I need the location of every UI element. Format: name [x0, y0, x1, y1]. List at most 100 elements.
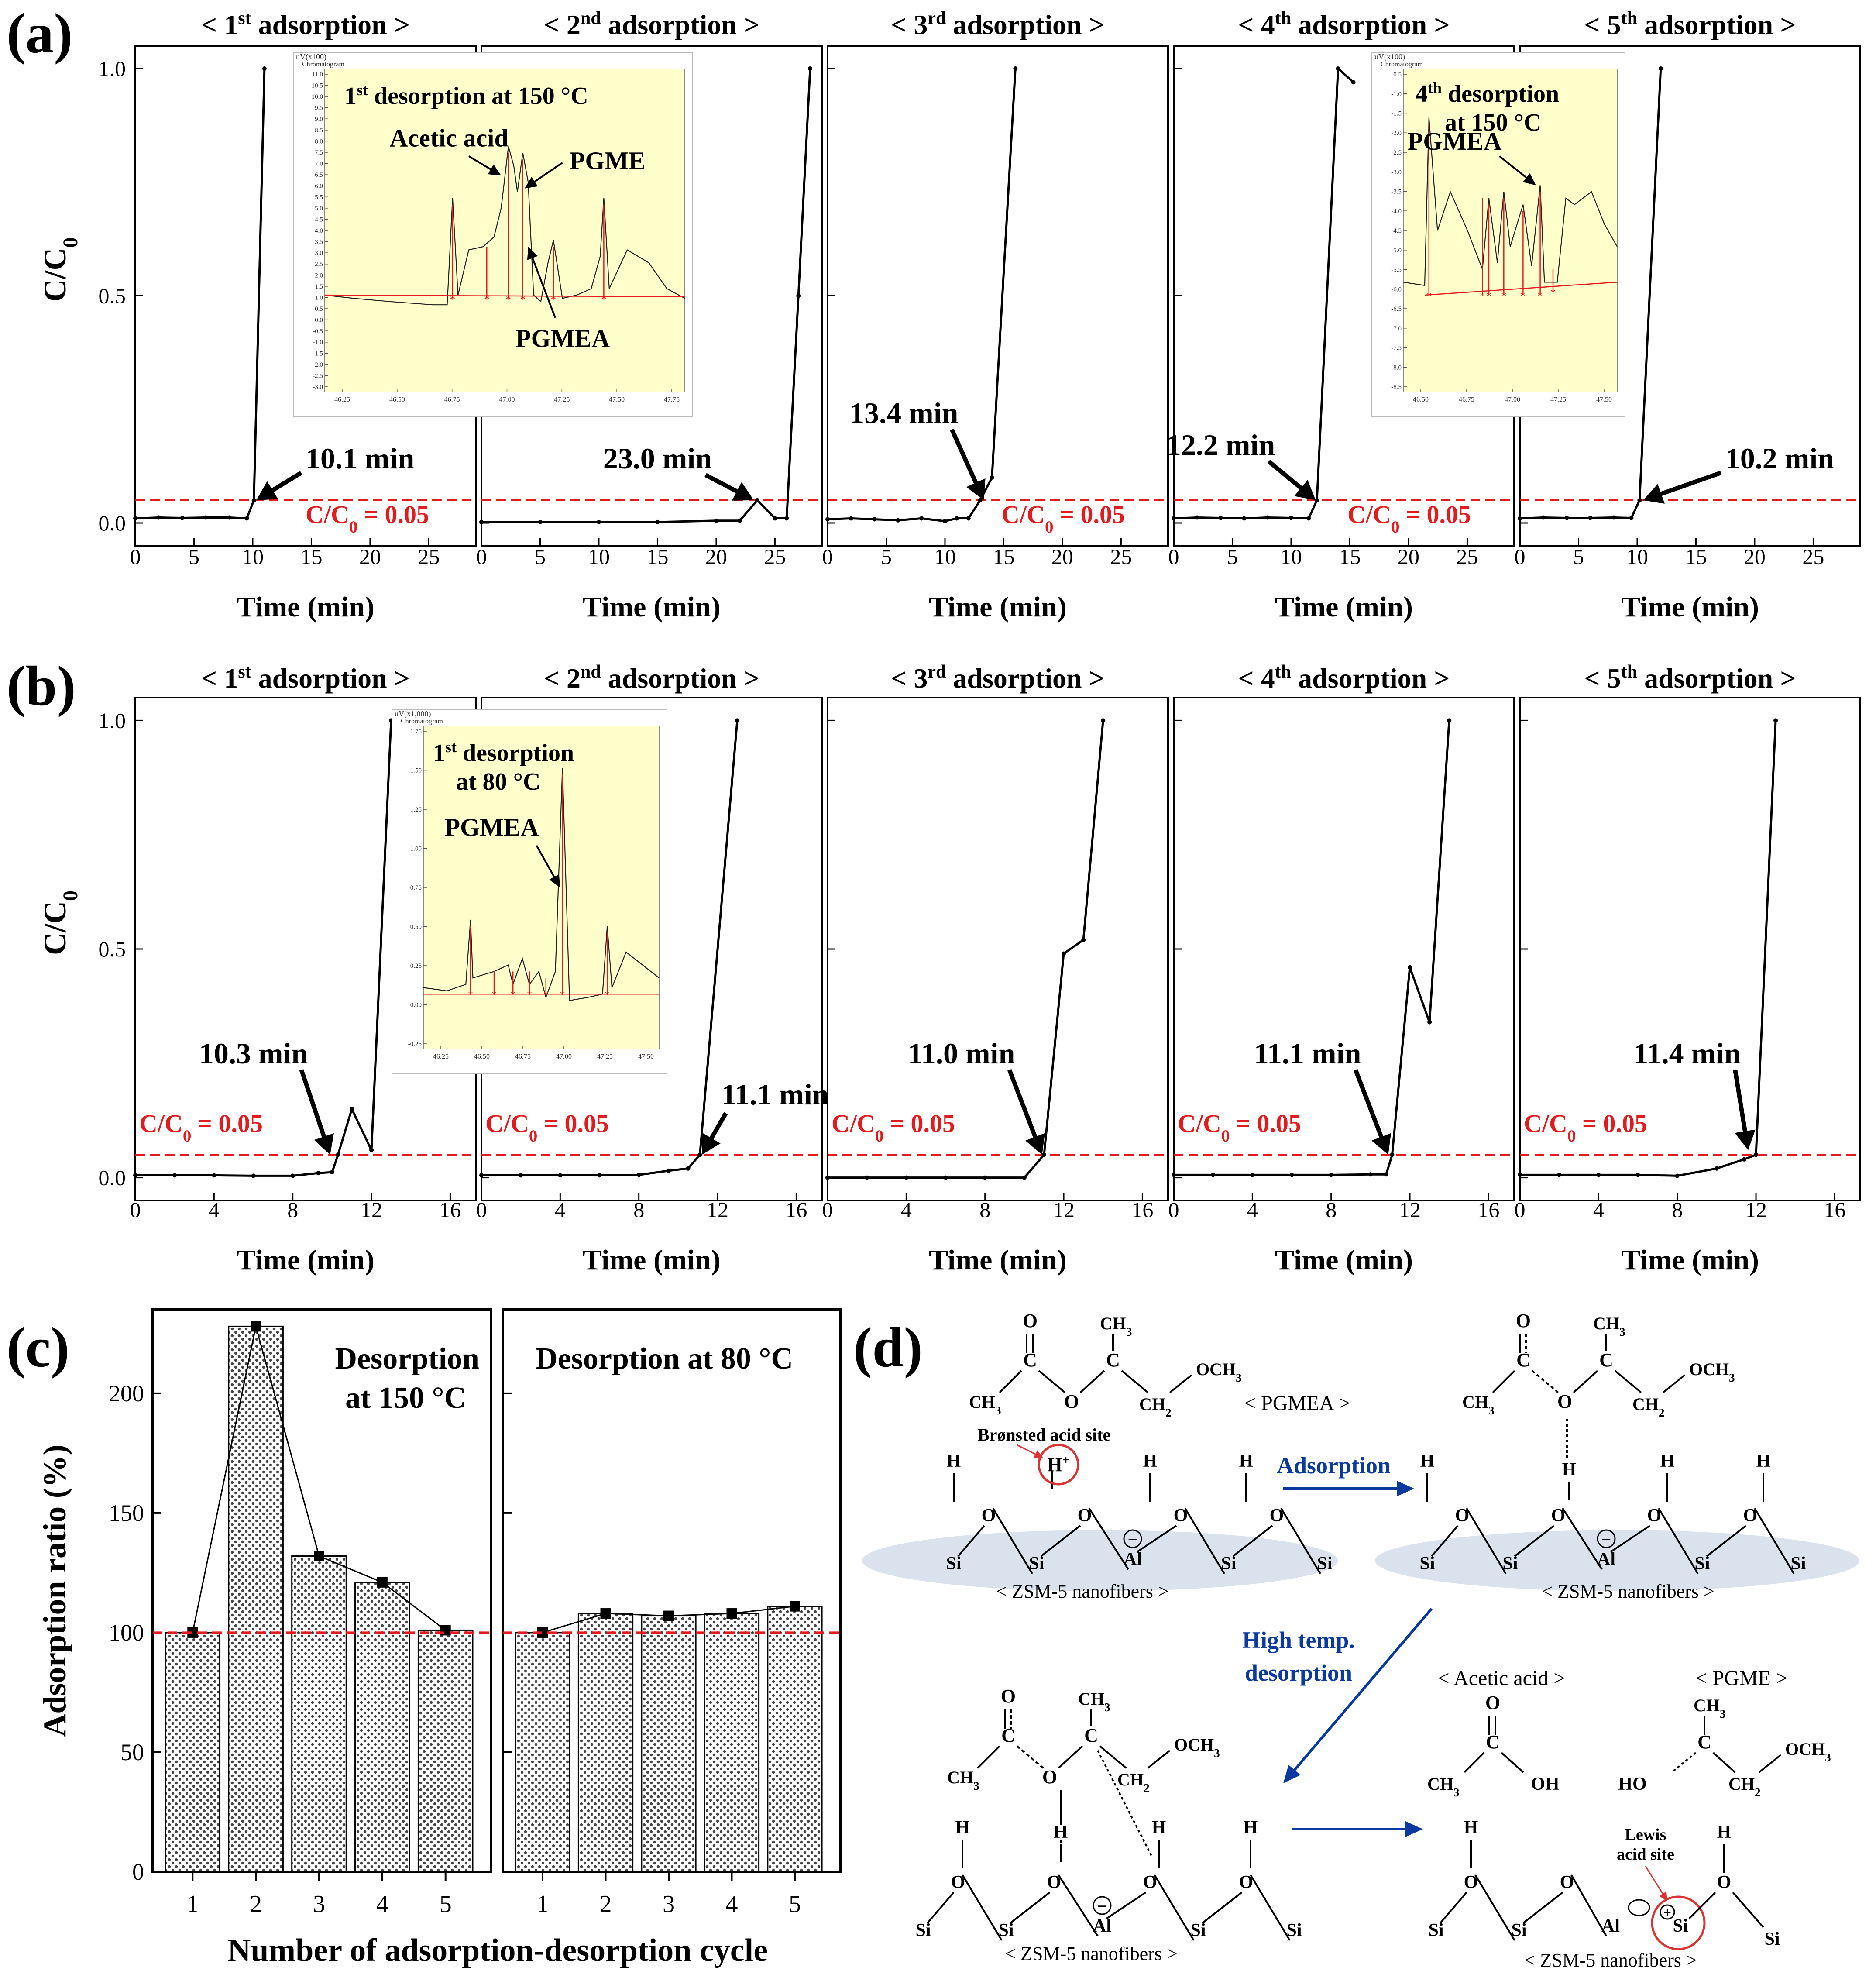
atom-label: O [1047, 1872, 1062, 1892]
data-point [1557, 1173, 1562, 1177]
inset-y-tick-label: -8.0 [1391, 364, 1402, 371]
data-point [212, 1173, 216, 1178]
methyl-group-main: CH [1593, 1314, 1619, 1333]
inset-x-tick-label: 46.75 [444, 396, 460, 403]
breakthrough-arrow-head [1294, 480, 1316, 500]
bar [577, 1613, 634, 1873]
data-point [666, 1168, 671, 1173]
plot-title-sup: nd [581, 662, 601, 682]
data-point [1289, 1173, 1294, 1177]
x-axis-label: Time (min) [237, 591, 375, 623]
data-point [1022, 1175, 1027, 1180]
data-point [735, 718, 740, 723]
threshold-label-c: C/C [306, 500, 349, 529]
breakthrough-arrow-head [732, 482, 754, 501]
pgme-label: < PGME > [1695, 1667, 1788, 1690]
support-label: < ZSM-5 nanofibers > [1005, 1943, 1177, 1964]
positive-charge-sign: + [1663, 1905, 1671, 1920]
inset-plot-area [1403, 69, 1618, 392]
data-point [1250, 1173, 1255, 1177]
data-point [156, 515, 161, 520]
plot-frame [1173, 697, 1515, 1201]
x-tick-label: 4 [376, 1891, 388, 1918]
data-point [808, 66, 813, 71]
inset-y-tick-label: -2.0 [1391, 130, 1402, 137]
data-point [904, 1175, 909, 1180]
atom-label: C [1106, 1349, 1120, 1371]
methyl-group: CH3 [1593, 1314, 1625, 1338]
bond [1658, 1507, 1699, 1575]
inset-y-tick-label: -5.0 [1391, 247, 1402, 254]
inset-chromatogram-1st-150C: uV(x100)Chromatogram11.010.510.09.59.08.… [293, 52, 693, 417]
data-point [737, 518, 742, 523]
inset-compound-arrow-shaft [530, 254, 556, 318]
y-tick-label: 1.0 [99, 708, 126, 733]
methylene-group: CH2 [1632, 1394, 1665, 1419]
methoxy-group: OCH3 [1196, 1359, 1242, 1384]
data-point [1564, 516, 1569, 520]
atom-label: H [1660, 1451, 1675, 1471]
methyl-group: CH3 [1462, 1392, 1495, 1417]
x-tick-label: 8 [287, 1197, 298, 1222]
methyl-group-sub: 3 [973, 1779, 979, 1792]
bond [1466, 1507, 1507, 1575]
data-point [1195, 515, 1199, 520]
atom-label: H [1152, 1818, 1166, 1838]
x-tick-label: 4 [725, 1891, 738, 1918]
data-point [1629, 516, 1634, 520]
x-tick-label: 10 [588, 544, 610, 569]
atom-label: C [1084, 1725, 1098, 1746]
data-point [919, 516, 924, 521]
data-point [1588, 516, 1593, 520]
inset-x-tick-label: 46.50 [474, 1053, 490, 1060]
plot-title: < 5th adsorption > [1584, 8, 1796, 40]
data-point [1315, 498, 1319, 502]
plot-title-sup: rd [928, 662, 946, 682]
x-tick-label: 1 [536, 1891, 549, 1918]
inset-y-tick-label: -2.5 [313, 372, 323, 379]
data-point [825, 1175, 830, 1180]
x-tick-label: 16 [1131, 1197, 1153, 1222]
inset-y-tick-label: 6.5 [315, 172, 323, 179]
bond [1058, 1874, 1099, 1937]
inset-y-tick-label: -5.5 [1391, 267, 1402, 274]
threshold-label-value: = 0.05 [1053, 500, 1125, 529]
plot-title: < 4th adsorption > [1238, 662, 1450, 694]
panel-letter: (b) [7, 655, 76, 718]
x-tick-label: 20 [1398, 544, 1419, 569]
data-point [943, 1175, 948, 1180]
breakthrough-arrow-shaft [704, 473, 743, 496]
y-tick-label: 0.5 [99, 284, 126, 308]
inset-peak-star: * [1480, 291, 1485, 302]
support-surface [862, 1530, 1338, 1591]
bar [767, 1606, 823, 1873]
x-tick-label: 2 [250, 1891, 262, 1918]
desorption-arrow-shaft [1290, 1608, 1433, 1775]
inset-y-tick-label: 0.50 [410, 924, 422, 931]
subpanel-title: at 150 °C [345, 1381, 466, 1415]
inset-y-tick-label: 5.5 [315, 194, 323, 201]
y-axis-label: C/C0 [38, 237, 82, 302]
negative-charge-sign: − [1097, 1896, 1107, 1916]
data-point [1265, 515, 1270, 520]
breakthrough-series [827, 68, 1017, 523]
x-tick-label: 3 [313, 1891, 325, 1918]
inset-peak-star: * [1486, 291, 1491, 302]
inset-x-tick-label: 47.75 [664, 396, 680, 403]
atom-label: O [1064, 1391, 1079, 1412]
plot-title-num: < 1 [201, 9, 238, 40]
inset-y-tick-label: -1.5 [1391, 110, 1402, 117]
proton-plus: + [1062, 1453, 1070, 1467]
positive-charge-circle [1660, 1904, 1675, 1920]
data-point [1041, 1152, 1046, 1157]
inset-subheader: Chromatogram [401, 718, 443, 725]
threshold-label-value: = 0.05 [191, 1109, 263, 1138]
x-tick-label: 12 [1399, 1197, 1421, 1222]
plot-title-sup: th [1275, 662, 1291, 682]
breakthrough-arrow-head [314, 1133, 334, 1155]
x-tick-label: 10 [242, 544, 264, 569]
inset-x-tick-label: 47.00 [499, 396, 515, 403]
